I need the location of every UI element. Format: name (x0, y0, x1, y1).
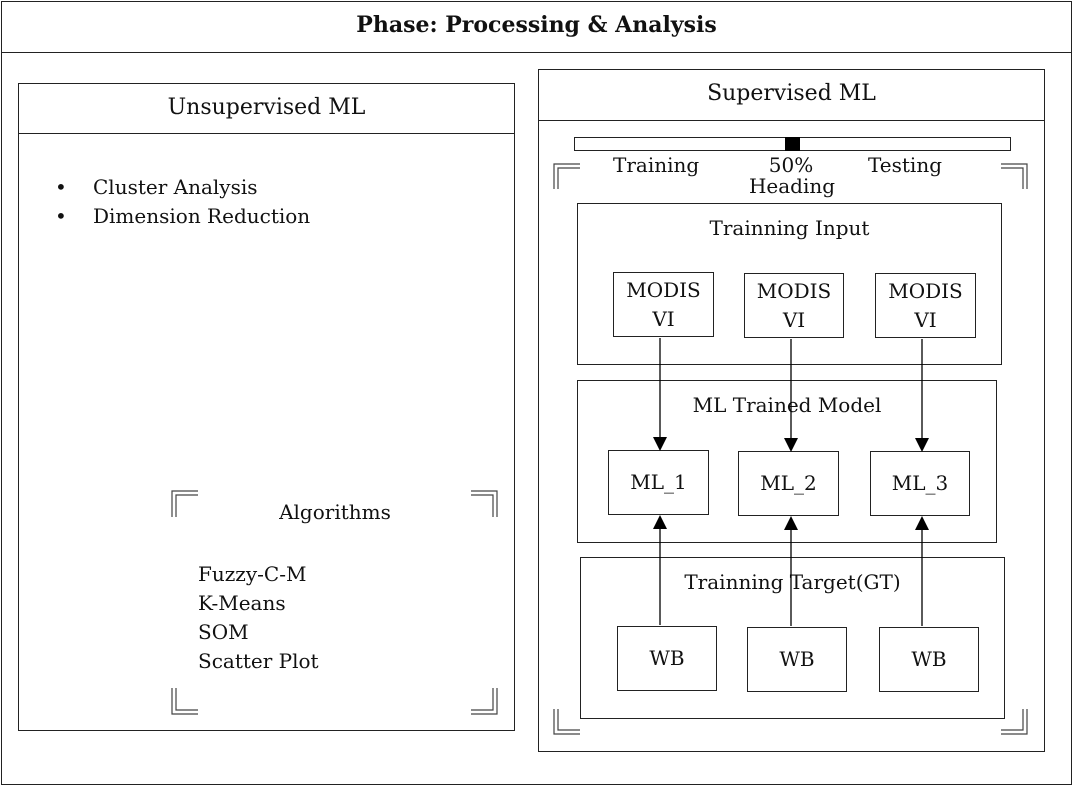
bullet-cluster-analysis: Cluster Analysis (93, 175, 258, 199)
algorithm-item: K-Means (198, 591, 286, 615)
ml-node-3: ML_3 (870, 451, 970, 516)
training-input-title: Trainning Input (709, 216, 870, 240)
wb-node-3: WB (879, 627, 979, 692)
node-line: MODIS (888, 278, 963, 303)
unsupervised-panel (18, 83, 515, 731)
modis-vi-node-2: MODIS VI (744, 273, 844, 338)
node-line: VI (652, 306, 675, 331)
wb-node-1: WB (617, 626, 717, 691)
slider-left-label: Training (613, 153, 700, 177)
node-line: MODIS (626, 277, 701, 302)
supervised-title: Supervised ML (707, 81, 876, 106)
ml-node-1: ML_1 (608, 450, 709, 515)
train-test-slider-thumb[interactable] (785, 137, 800, 151)
slider-right-label: Testing (868, 153, 943, 177)
algorithms-corner-brackets (171, 490, 498, 715)
slider-caption: Heading (748, 174, 836, 198)
supervised-title-divider (538, 120, 1045, 121)
algorithm-item: SOM (198, 620, 249, 644)
phase-title: Phase: Processing & Analysis (356, 12, 717, 38)
bullet-dot: • (55, 175, 67, 199)
node-line: VI (914, 307, 937, 332)
supervised-corner-brackets (553, 163, 1028, 735)
algorithm-item: Fuzzy-C-M (198, 562, 307, 586)
wb-node-2: WB (747, 627, 847, 692)
modis-vi-node-3: MODIS VI (875, 273, 976, 338)
node-line: VI (782, 307, 806, 332)
bullet-dimension-reduction: Dimension Reduction (93, 204, 311, 228)
training-target-title: Trainning Target(GT) (684, 570, 901, 594)
node-line: MODIS (756, 278, 832, 303)
algorithm-item: Scatter Plot (198, 649, 319, 673)
unsupervised-title: Unsupervised ML (167, 95, 366, 120)
slider-value-label: 50% (768, 153, 814, 177)
trained-model-title: ML Trained Model (692, 393, 882, 417)
algorithms-title: Algorithms (279, 500, 391, 524)
ml-node-2: ML_2 (738, 451, 839, 516)
bullet-dot: • (55, 204, 67, 228)
modis-vi-node-1: MODIS VI (613, 272, 714, 337)
phase-title-divider (1, 52, 1072, 53)
unsupervised-title-divider (18, 133, 515, 134)
